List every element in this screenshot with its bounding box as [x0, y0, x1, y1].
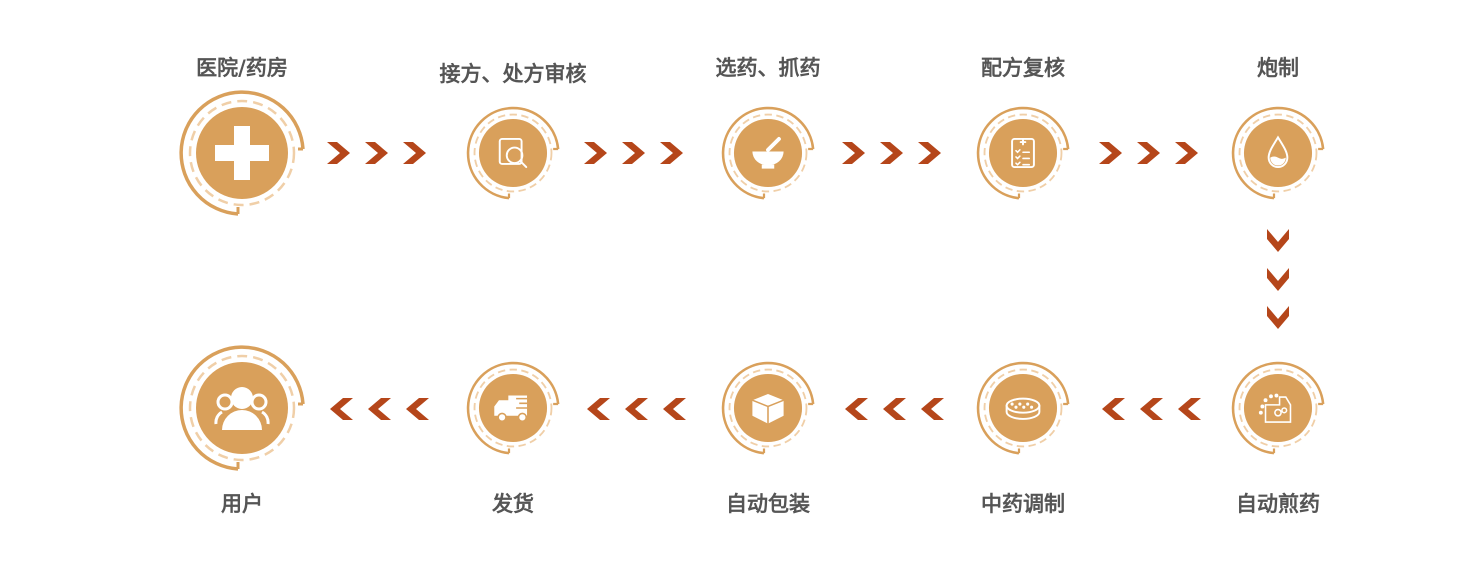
step-label-auto-decoction: 自动煎药: [1236, 492, 1320, 516]
icon-circle: [478, 118, 548, 188]
chevron-arrow-icon: [1175, 142, 1198, 164]
dashed-ring: [1238, 368, 1318, 448]
outer-ring: [466, 106, 560, 200]
dashed-ring: [983, 368, 1063, 448]
dashed-ring: [728, 368, 808, 448]
icon-circle: [988, 118, 1058, 188]
chevron-arrow-icon: [921, 398, 944, 420]
chevron-arrow-icon: [587, 398, 610, 420]
chevron-arrow-icon: [1267, 229, 1289, 252]
chevron-arrow-icon: [406, 398, 429, 420]
step-node-0: [179, 90, 305, 216]
chevron-arrow-icon: [622, 142, 645, 164]
dashed-ring: [983, 113, 1063, 193]
chevron-arrow-icon: [845, 398, 868, 420]
dashed-ring: [1238, 113, 1318, 193]
chevron-arrow-icon: [660, 142, 683, 164]
delivery-truck-icon: [494, 395, 528, 423]
step-node-2: [721, 106, 815, 200]
herb-bowl-icon: [1005, 397, 1041, 420]
chevron-arrow-icon: [918, 142, 941, 164]
outer-ring: [466, 361, 560, 455]
hospital-cross-icon: [215, 126, 269, 180]
chevron-arrow-icon: [584, 142, 607, 164]
chevron-arrow-icon: [663, 398, 686, 420]
prescription-search-icon: [498, 137, 528, 169]
step-label-hospital: 医院/药房: [196, 56, 288, 80]
chevron-arrow-icon: [327, 142, 350, 164]
step-node-3: [976, 106, 1070, 200]
step-label-processing: 炮制: [1257, 56, 1299, 80]
chevron-arrow-icon: [368, 398, 391, 420]
chevron-arrow-icon: [1267, 306, 1289, 329]
dashed-ring: [473, 113, 553, 193]
step-node-1: [466, 106, 560, 200]
step-label-formula-check: 配方复核: [981, 56, 1065, 80]
step-label-auto-packaging: 自动包装: [726, 492, 810, 516]
chevron-arrow-icon: [365, 142, 388, 164]
chevron-arrow-icon: [330, 398, 353, 420]
decoction-machine-icon: [1258, 393, 1292, 423]
chevron-arrow-icon: [1178, 398, 1201, 420]
outer-ring: [179, 90, 305, 216]
chevron-arrow-icon: [1267, 268, 1289, 291]
dashed-ring: [473, 368, 553, 448]
outer-ring: [1231, 361, 1325, 455]
users-icon: [214, 387, 270, 430]
icon-circle: [1243, 373, 1313, 443]
icon-circle: [1243, 118, 1313, 188]
chevron-arrow-icon: [625, 398, 648, 420]
step-node-8: [466, 361, 560, 455]
outer-ring: [976, 106, 1070, 200]
chevron-arrow-icon: [1099, 142, 1122, 164]
step-label-select-herbs: 选药、抓药: [715, 56, 821, 80]
mortar-pestle-icon: [752, 137, 784, 169]
step-node-9: [179, 345, 305, 471]
dashed-ring: [188, 99, 296, 207]
outer-ring: [179, 345, 305, 471]
outer-ring: [721, 106, 815, 200]
step-node-4: [1231, 106, 1325, 200]
step-label-user: 用户: [221, 492, 263, 516]
chevron-arrow-icon: [403, 142, 426, 164]
chevron-arrow-icon: [880, 142, 903, 164]
chevron-arrow-icon: [1102, 398, 1125, 420]
outer-ring: [721, 361, 815, 455]
step-label-blending: 中药调制: [981, 492, 1065, 516]
step-label-prescription-review: 接方、处方审核: [439, 62, 587, 86]
chevron-arrow-icon: [883, 398, 906, 420]
step-node-5: [1231, 361, 1325, 455]
chevron-arrow-icon: [842, 142, 865, 164]
dashed-ring: [188, 354, 296, 462]
water-drop-icon: [1267, 135, 1289, 169]
dashed-ring: [728, 113, 808, 193]
chevron-arrow-icon: [1140, 398, 1163, 420]
step-node-7: [721, 361, 815, 455]
outer-ring: [1231, 106, 1325, 200]
step-node-6: [976, 361, 1070, 455]
chevron-arrow-icon: [1137, 142, 1160, 164]
package-box-icon: [752, 393, 784, 424]
clipboard-check-icon: [1011, 137, 1035, 169]
step-label-shipping: 发货: [492, 492, 534, 516]
outer-ring: [976, 361, 1070, 455]
